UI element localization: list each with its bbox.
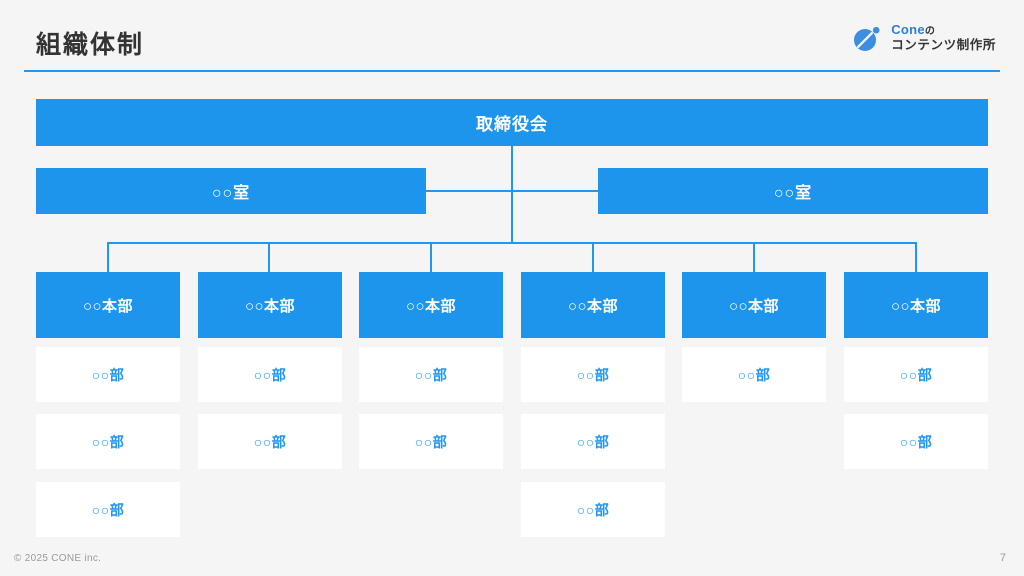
logo-brand-name: Cone (891, 22, 925, 37)
connector-drop-div6 (915, 242, 917, 272)
connector-drop-div3 (430, 242, 432, 272)
connector-offices-to-bus (511, 190, 513, 243)
connector-exec-trunk (511, 145, 513, 191)
node-division-1[interactable]: ○○本部 (36, 272, 180, 338)
node-department-c2r2[interactable]: ○○部 (198, 414, 342, 469)
page-title: 組織体制 (36, 31, 145, 59)
node-executive-board[interactable]: 取締役会 (36, 99, 988, 146)
connector-drop-div4 (592, 242, 594, 272)
node-department-c4r3[interactable]: ○○部 (521, 482, 665, 537)
node-division-6[interactable]: ○○本部 (844, 272, 988, 338)
node-department-c5r1[interactable]: ○○部 (682, 347, 826, 402)
node-office-right[interactable]: ○○室 (598, 168, 988, 214)
node-department-c1r3[interactable]: ○○部 (36, 482, 180, 537)
connector-drop-div2 (268, 242, 270, 272)
node-division-5[interactable]: ○○本部 (682, 272, 826, 338)
slide-header: 組織体制 Coneの コンテンツ制作所 (0, 0, 1024, 76)
connector-divisions-bus (107, 242, 917, 244)
node-division-3[interactable]: ○○本部 (359, 272, 503, 338)
header-divider (24, 70, 1000, 72)
logo-particle: の (924, 26, 936, 37)
connector-drop-div1 (107, 242, 109, 272)
node-office-left[interactable]: ○○室 (36, 168, 426, 214)
node-department-c2r1[interactable]: ○○部 (198, 347, 342, 402)
node-department-c6r1[interactable]: ○○部 (844, 347, 988, 402)
node-department-c4r2[interactable]: ○○部 (521, 414, 665, 469)
node-department-c3r2[interactable]: ○○部 (359, 414, 503, 469)
node-division-4[interactable]: ○○本部 (521, 272, 665, 338)
logo-subtitle: コンテンツ制作所 (891, 38, 996, 53)
node-department-c1r2[interactable]: ○○部 (36, 414, 180, 469)
cone-logo-icon (852, 23, 882, 53)
node-department-c6r2[interactable]: ○○部 (844, 414, 988, 469)
footer-copyright: © 2025 CONE inc. (14, 553, 102, 564)
footer-page-number: 7 (999, 552, 1006, 564)
logo-text: Coneの コンテンツ制作所 (891, 22, 996, 53)
node-department-c4r1[interactable]: ○○部 (521, 347, 665, 402)
logo-line-primary: Coneの (891, 22, 996, 38)
connector-drop-div5 (753, 242, 755, 272)
brand-logo: Coneの コンテンツ制作所 (852, 22, 996, 53)
node-department-c3r1[interactable]: ○○部 (359, 347, 503, 402)
node-department-c1r1[interactable]: ○○部 (36, 347, 180, 402)
node-division-2[interactable]: ○○本部 (198, 272, 342, 338)
